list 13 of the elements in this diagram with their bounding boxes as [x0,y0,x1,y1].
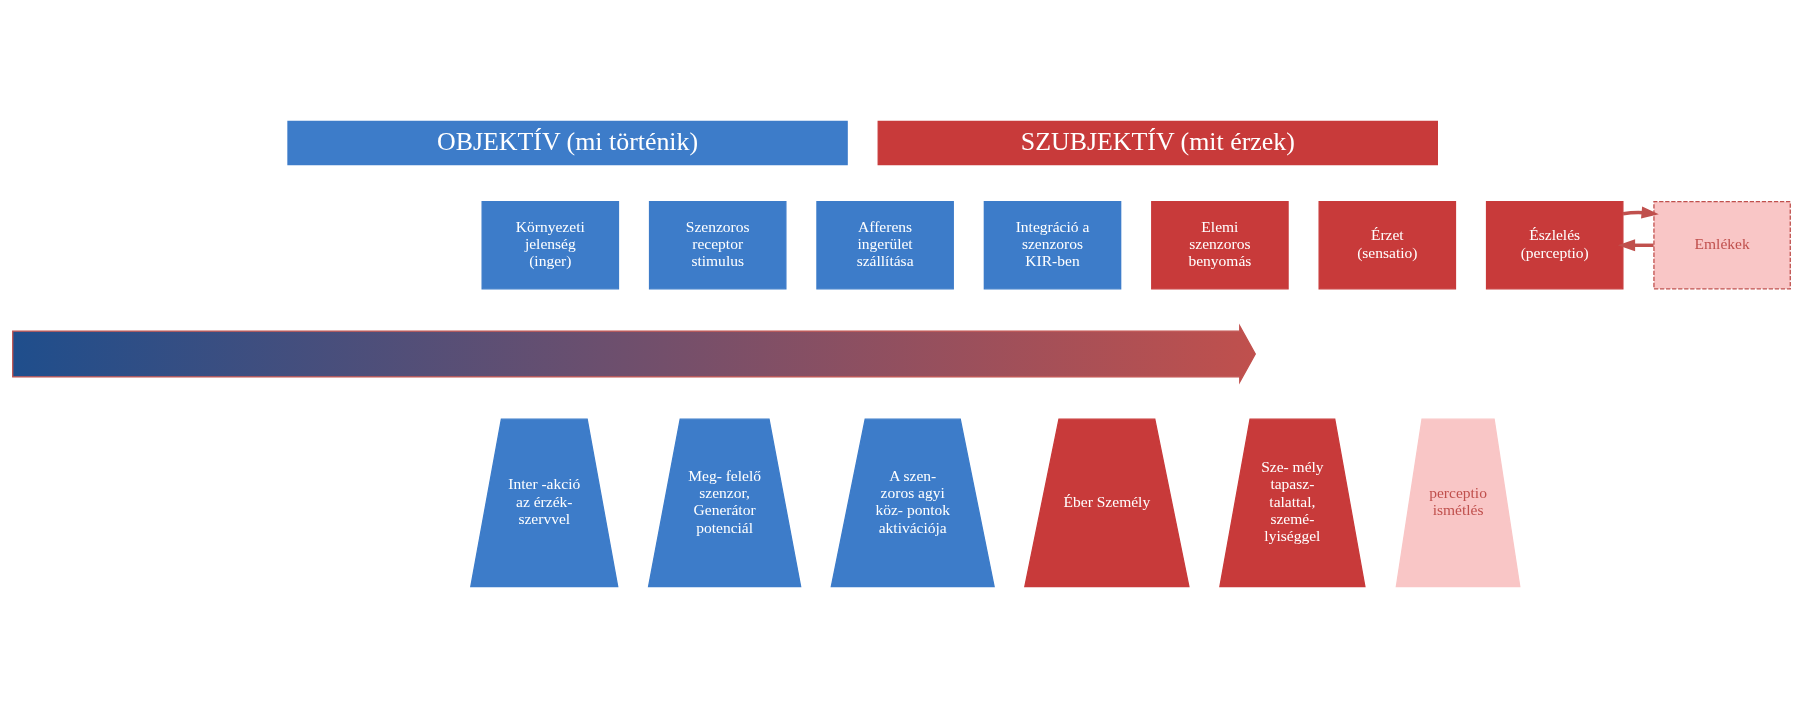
node-box: Afferens ingerület szállítása [816,201,954,290]
node-box: Szenzoros receptor stimulus [648,201,787,290]
node-box: Környezeti jelenség (inger) [481,201,620,290]
node-box: Emlékek [1653,201,1791,290]
node-box: Érzet (sensatio) [1318,201,1457,290]
node-box: OBJEKTÍV (mi történik) [287,120,848,166]
node-box: Észlelés (perceptio) [1485,201,1624,290]
node-box: Integráció a szenzoros KIR-ben [983,201,1122,290]
node-box: Elemi szenzoros benyomás [1151,201,1289,290]
node-arrow [12,323,1256,385]
node-box: SZUBJEKTÍV (mit érzek) [877,120,1438,166]
arrow [1622,206,1659,219]
arrow [1617,239,1654,252]
